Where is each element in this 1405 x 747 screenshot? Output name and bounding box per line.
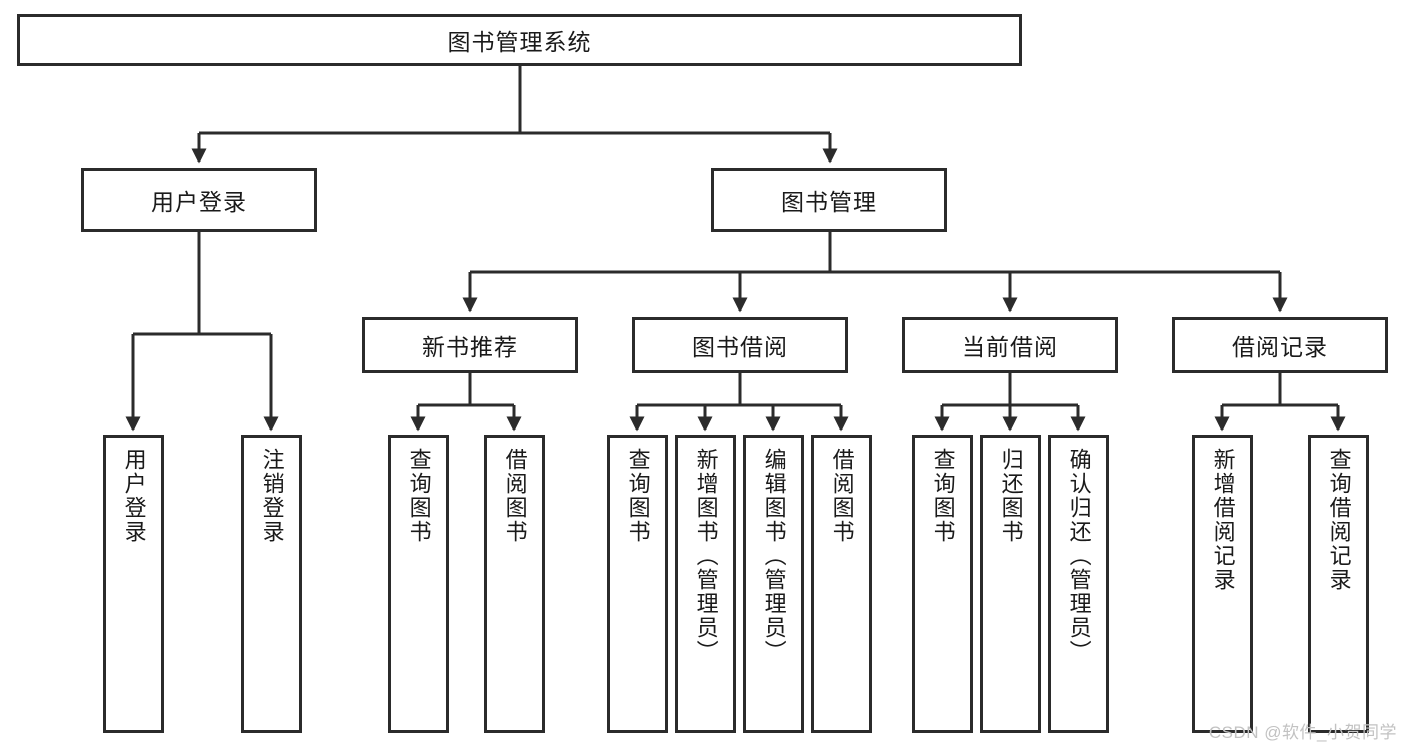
- node-borrow-record[interactable]: 借阅记录: [1172, 317, 1388, 373]
- node-new-book-recommend[interactable]: 新书推荐: [362, 317, 578, 373]
- node-leaf-add-book[interactable]: 新增图书（管理员）: [675, 435, 736, 733]
- node-label: 借阅图书: [502, 448, 528, 544]
- node-label: 查询图书: [406, 448, 432, 544]
- node-leaf-return-book[interactable]: 归还图书: [980, 435, 1041, 733]
- node-leaf-borrow-book-2[interactable]: 借阅图书: [811, 435, 872, 733]
- node-label: 借阅图书: [829, 448, 855, 544]
- node-label: 新增图书（管理员）: [693, 448, 719, 664]
- node-leaf-user-login[interactable]: 用户登录: [103, 435, 164, 733]
- node-user-login[interactable]: 用户登录: [81, 168, 317, 232]
- node-leaf-edit-book[interactable]: 编辑图书（管理员）: [743, 435, 804, 733]
- node-book-borrow[interactable]: 图书借阅: [632, 317, 848, 373]
- node-label: 用户登录: [121, 448, 147, 544]
- node-leaf-confirm-return[interactable]: 确认归还（管理员）: [1048, 435, 1109, 733]
- node-leaf-query-book-2[interactable]: 查询图书: [607, 435, 668, 733]
- node-label: 查询图书: [930, 448, 956, 544]
- node-leaf-borrow-book-1[interactable]: 借阅图书: [484, 435, 545, 733]
- node-root-system[interactable]: 图书管理系统: [17, 14, 1022, 66]
- node-leaf-query-book-1[interactable]: 查询图书: [388, 435, 449, 733]
- node-label: 归还图书: [998, 448, 1024, 544]
- node-current-borrow[interactable]: 当前借阅: [902, 317, 1118, 373]
- node-label: 新增借阅记录: [1210, 448, 1236, 592]
- node-label: 编辑图书（管理员）: [761, 448, 787, 664]
- node-leaf-query-record[interactable]: 查询借阅记录: [1308, 435, 1369, 733]
- node-book-management[interactable]: 图书管理: [711, 168, 947, 232]
- node-leaf-add-record[interactable]: 新增借阅记录: [1192, 435, 1253, 733]
- node-leaf-query-book-3[interactable]: 查询图书: [912, 435, 973, 733]
- node-label: 查询借阅记录: [1326, 448, 1352, 592]
- watermark-text: CSDN @软件_小贺同学: [1208, 723, 1397, 742]
- node-label: 注销登录: [259, 448, 285, 544]
- node-label: 确认归还（管理员）: [1066, 448, 1092, 664]
- node-leaf-user-logout[interactable]: 注销登录: [241, 435, 302, 733]
- node-label: 查询图书: [625, 448, 651, 544]
